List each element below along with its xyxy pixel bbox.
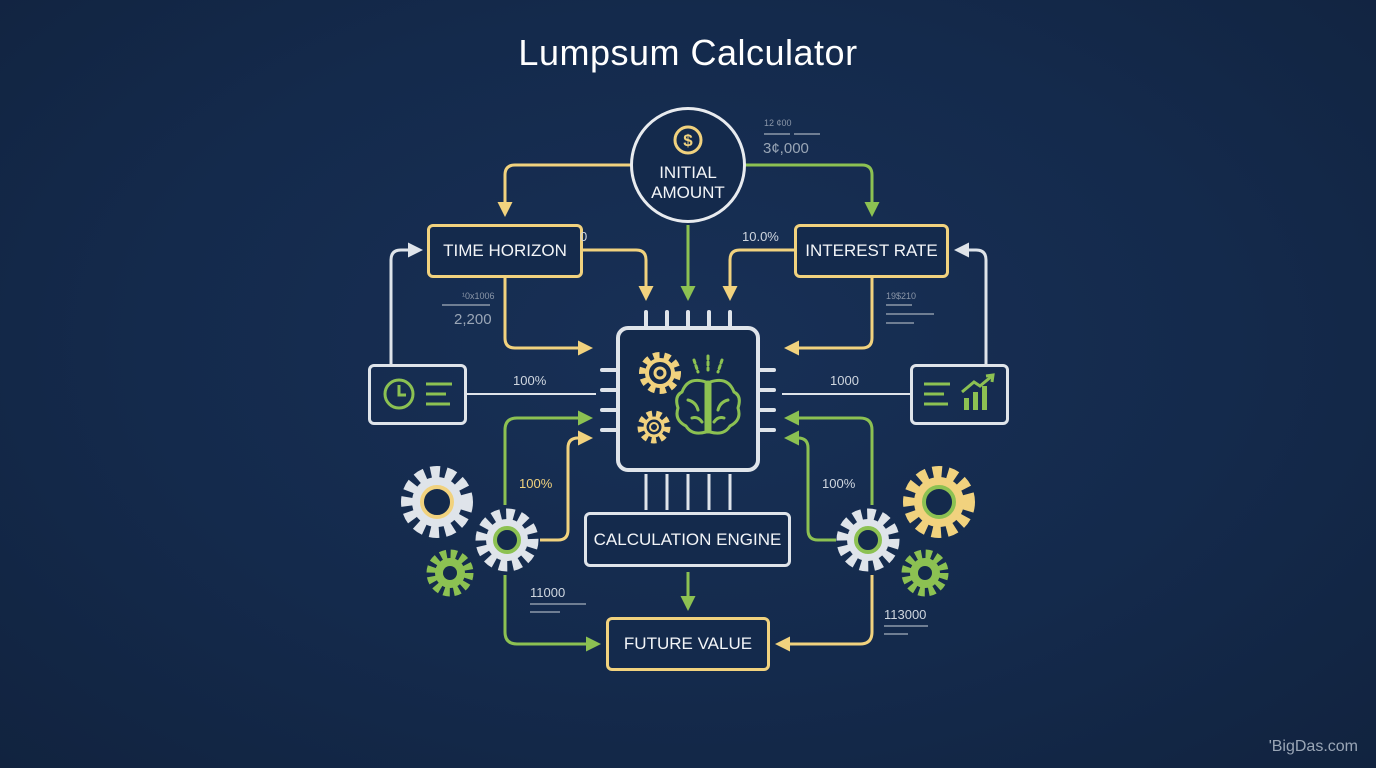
arrow-time-to-chip [582,248,654,301]
label-right-small: 19$210 [886,291,917,301]
chart-icon [924,373,995,410]
right-panel [910,364,1009,425]
dollar-icon: $ [673,125,703,155]
label-left-mid-value: 100% [513,373,547,388]
gear-icon [401,466,473,538]
future-value-node: FUTURE VALUE [606,617,770,671]
label-time-horizon-value: 0 [580,229,588,244]
gear-icon [901,549,949,597]
brain-icon [675,354,741,435]
label-top-right-value: 3¢,000 [763,140,809,157]
label-right-mid-value: 1000 [830,373,859,388]
arrow-rate-to-chip-2 [784,277,874,356]
arrow-rate-to-chip [722,248,794,301]
gear-icon [639,352,681,394]
chip-bottom-pins [644,474,732,510]
label-bottom-left-value: 11000 [530,585,566,600]
arrow-right-green-up-2 [784,430,836,542]
label-bottom-right-value: 113000 [884,607,927,622]
arrow-bottom-left [503,575,601,652]
interest-rate-node: INTEREST RATE [794,224,949,278]
gear-icon [836,508,900,572]
decor-lines [442,133,934,635]
time-horizon-node: TIME HORIZON [427,224,583,278]
chip-icon [600,310,776,472]
arrow-right-loop [954,242,988,365]
arrow-initial-to-rate [744,163,880,217]
calculation-engine-node: CALCULATION ENGINE [584,512,791,567]
label-left-lower-value: 100% [519,476,553,491]
label-left-small: ¹0x1006 [462,291,495,301]
page-title: Lumpsum Calculator [518,32,858,73]
arrow-left-yellow-up [540,430,593,542]
clock-icon [383,378,452,410]
initial-amount-node: $ INITIAL AMOUNT [630,107,746,223]
gear-icon [475,508,539,572]
gear-icon [903,466,975,538]
arrow-time-to-chip-2 [503,277,593,356]
svg-text:$: $ [683,131,693,150]
initial-amount-line1: INITIAL [659,163,717,182]
gear-icon [637,410,671,444]
arrow-left-green-up [503,410,593,505]
arrow-left-loop [389,242,423,365]
arrow-initial-to-time [497,163,632,217]
label-right-lower-value: 100% [822,476,856,491]
arrow-right-green-up [784,410,874,505]
left-panel [368,364,467,425]
label-top-right-small: 12 ¢00 [764,118,792,128]
watermark: 'BigDas.com [1268,738,1358,755]
arrow-bottom-right [775,575,874,652]
initial-amount-line2: AMOUNT [651,183,725,202]
gear-icon [426,549,474,597]
label-left-value: 2,200 [454,311,492,328]
label-interest-rate-value: 10.0% [742,229,779,244]
